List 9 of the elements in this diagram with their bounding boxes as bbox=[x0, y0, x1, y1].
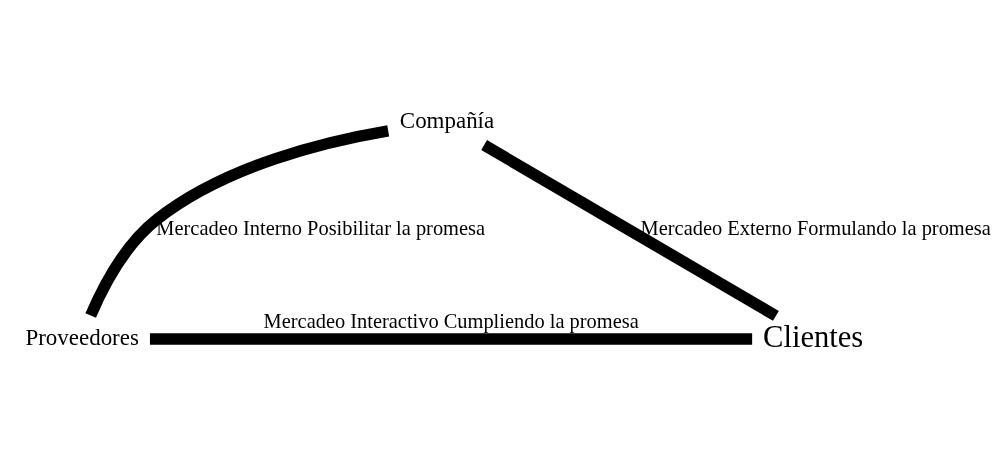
connector bbox=[149, 333, 753, 345]
node-text: Proveedores bbox=[25, 324, 139, 350]
connector bbox=[481, 140, 779, 321]
node-text: Compañía bbox=[399, 107, 495, 133]
edge-label: Mercadeo Interno Posibilitar la promesa bbox=[156, 217, 486, 240]
connector bbox=[85, 125, 390, 318]
edge-label: Mercadeo Interactivo Cumpliendo la promesa bbox=[263, 310, 639, 333]
edge-label: Mercadeo Externo Formulando la promesa bbox=[640, 217, 991, 240]
node-text: Clientes bbox=[762, 319, 864, 354]
